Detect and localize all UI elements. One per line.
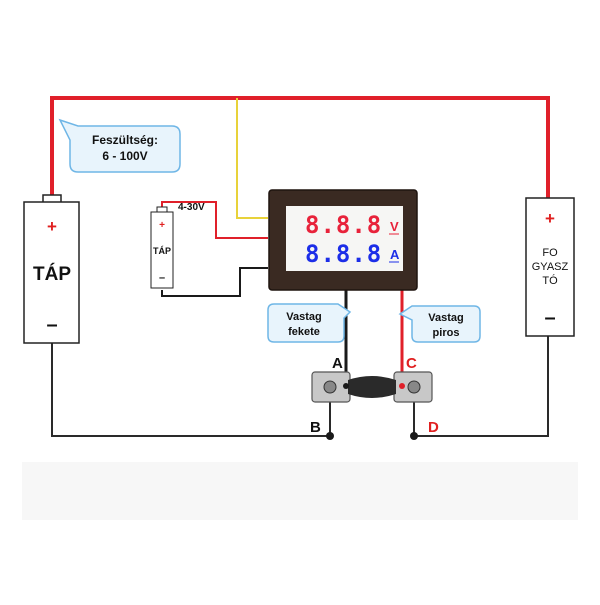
- callout-thick-red-line2: piros: [433, 327, 460, 339]
- shunt-resistor: [311, 371, 433, 440]
- consumer-load: + FO GYASZ TÓ –: [525, 197, 575, 337]
- main-supply-label: TÁP: [33, 263, 71, 285]
- terminal-a-label: A: [332, 355, 343, 372]
- aux-supply-plus: +: [159, 220, 165, 231]
- consumer-label-line3: TÓ: [542, 274, 558, 287]
- bottom-band: [22, 462, 578, 520]
- terminal-b-dot: [326, 432, 334, 440]
- callout-thick-red-line1: Vastag: [428, 312, 463, 324]
- aux-supply-label: TÁP: [153, 246, 171, 256]
- callout-thick-black-line2: fekete: [288, 326, 320, 338]
- callout-voltage-line2: 6 - 100V: [102, 149, 147, 163]
- main-supply-plus: +: [47, 217, 57, 236]
- meter-current-unit: A: [390, 247, 400, 262]
- aux-supply-minus: –: [159, 272, 165, 284]
- meter-display: [286, 206, 403, 271]
- wire-red-main-top: [50, 96, 550, 198]
- terminal-d-label: D: [428, 419, 439, 436]
- shunt-bar: [348, 376, 396, 398]
- terminal-b-label: B: [310, 419, 321, 436]
- consumer-plus: +: [545, 209, 555, 228]
- terminal-d-dot: [410, 432, 418, 440]
- wire-yellow-sense: [236, 98, 268, 219]
- wire-black-aux: [161, 267, 268, 297]
- meter-voltage-unit: V: [390, 219, 399, 234]
- meter-current-digits: 8.8.8: [305, 240, 382, 268]
- callout-thick-black-line1: Vastag: [286, 311, 321, 323]
- meter-voltage-digits: 8.8.8: [305, 211, 382, 239]
- terminal-a-dot: [343, 383, 349, 389]
- voltmeter-ammeter: 8.8.8 V 8.8.8 A: [268, 189, 418, 291]
- terminal-c-dot: [399, 383, 405, 389]
- wire-red-aux: [161, 201, 268, 239]
- aux-supply-voltage: 4-30V: [178, 202, 205, 213]
- callout-thick-red: Vastag piros: [398, 305, 481, 343]
- terminal-c-label: C: [406, 355, 417, 372]
- callout-thick-black: Vastag fekete: [267, 303, 352, 343]
- callout-voltage: Feszültség: 6 - 100V: [58, 118, 181, 173]
- consumer-label-line1: FO: [542, 247, 558, 259]
- consumer-label-line2: GYASZ: [532, 261, 569, 273]
- main-supply-minus: –: [46, 314, 57, 336]
- wire-bottom-left: [51, 342, 330, 437]
- aux-supply-battery: + TÁP –: [150, 206, 174, 289]
- consumer-minus: –: [544, 307, 555, 329]
- callout-voltage-line1: Feszültség:: [92, 133, 158, 147]
- main-supply-battery: + TÁP –: [23, 194, 80, 344]
- wire-bottom-right: [414, 336, 549, 437]
- shunt-bolt-left: [323, 380, 337, 394]
- shunt-bolt-right: [407, 380, 421, 394]
